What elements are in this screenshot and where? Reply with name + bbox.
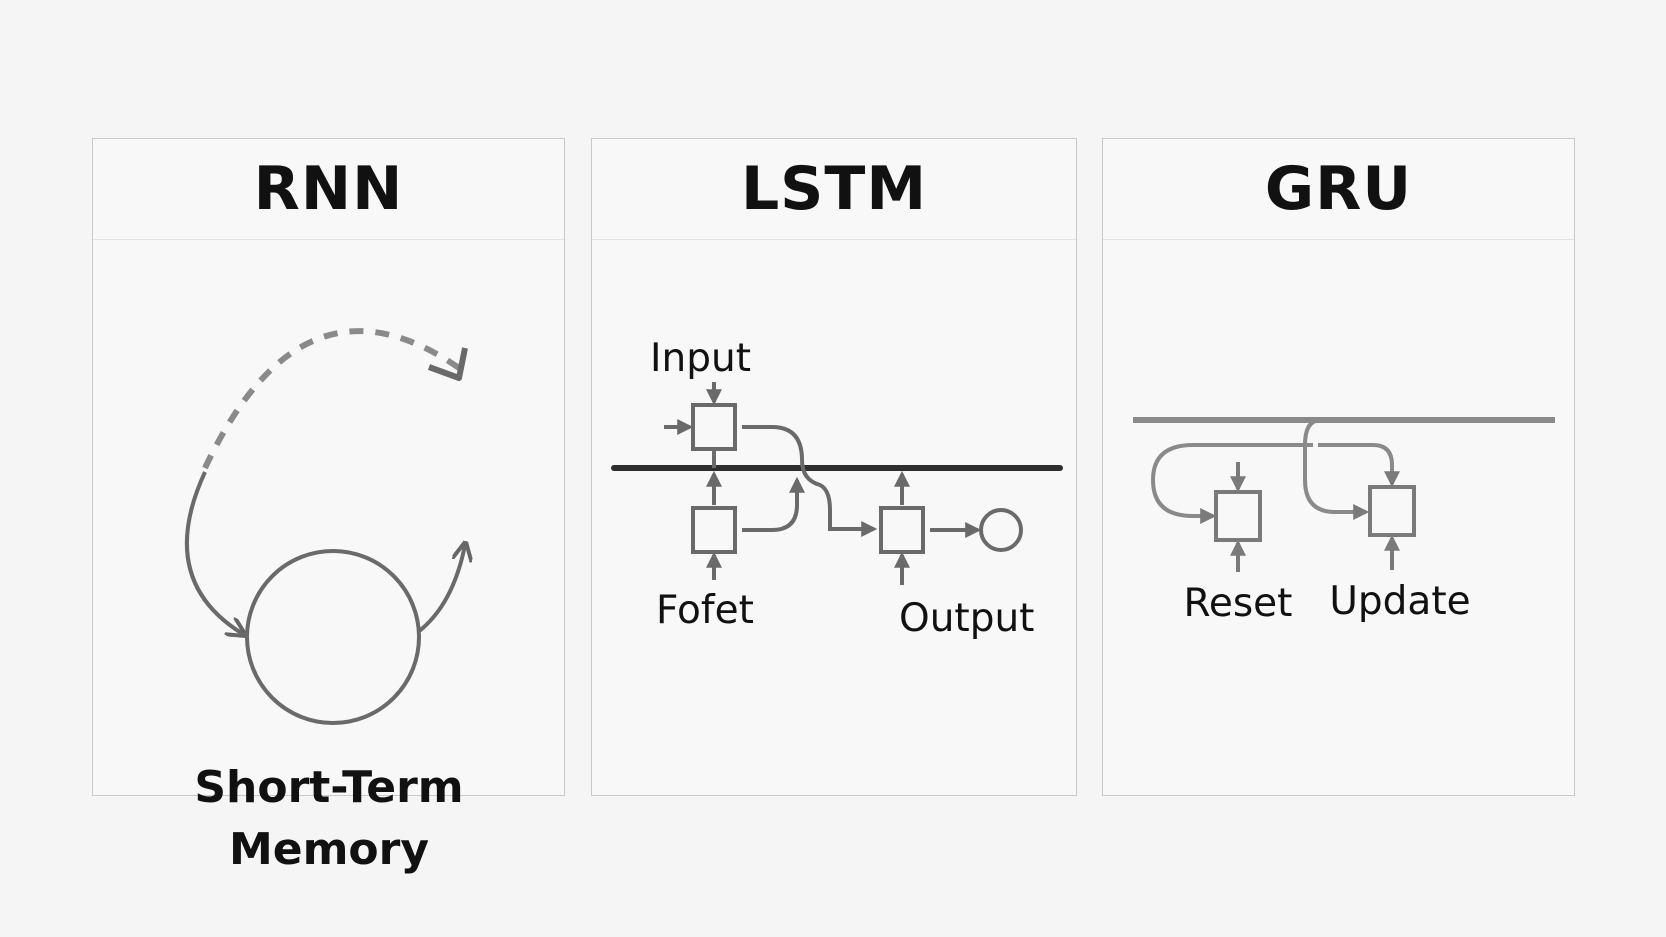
lstm-forget-gate-curve [742,476,805,532]
rnn-diagram: Short-Term Memory [185,328,566,875]
gru-reset-label: Reset [1184,581,1293,626]
lstm-output-gate [879,506,925,554]
gru-update-top-arrow [1318,443,1400,488]
gru-update-label: Update [1329,579,1470,624]
gru-reset-loop-arrow [1150,443,1313,524]
lstm-input-gate [691,403,737,451]
lstm-input-label: Input [650,336,751,381]
rnn-hidden-node [245,549,421,725]
gru-title: GRU [1103,139,1574,240]
lstm-input-gate-curve [742,425,878,537]
rnn-caption-line2: Memory [229,824,429,875]
rnn-title: RNN [93,139,564,240]
gru-update-loop-arrow [1303,418,1370,520]
rnn-input-loop-arrow [185,471,243,634]
lstm-forget-label: Fofet [656,588,754,633]
lstm-panel: LSTM Input Fofet Output [591,138,1077,796]
gru-body: Reset Update [1103,240,1574,795]
lstm-diagram: Input Fofet Output [611,336,1063,641]
gru-diagram: Reset Update [1133,417,1555,626]
lstm-body: Input Fofet Output [592,240,1076,795]
lstm-output-node [979,508,1023,552]
gru-reset-gate [1214,490,1262,542]
recurrence-dashed-arc [202,328,461,470]
recurrence-dashed-arrowhead [427,347,468,381]
rnn-body: Short-Term Memory [93,240,566,875]
gru-panel: GRU Reset Update [1102,138,1575,796]
rnn-panel: RNN Short-Term Memory [92,138,566,875]
lstm-output-label: Output [899,596,1034,641]
lstm-forget-gate [691,506,737,554]
lstm-title: LSTM [592,139,1076,240]
rnn-caption-line1: Short-Term [194,762,463,813]
rnn-output-arrow [416,545,465,634]
gru-update-gate [1368,485,1416,537]
